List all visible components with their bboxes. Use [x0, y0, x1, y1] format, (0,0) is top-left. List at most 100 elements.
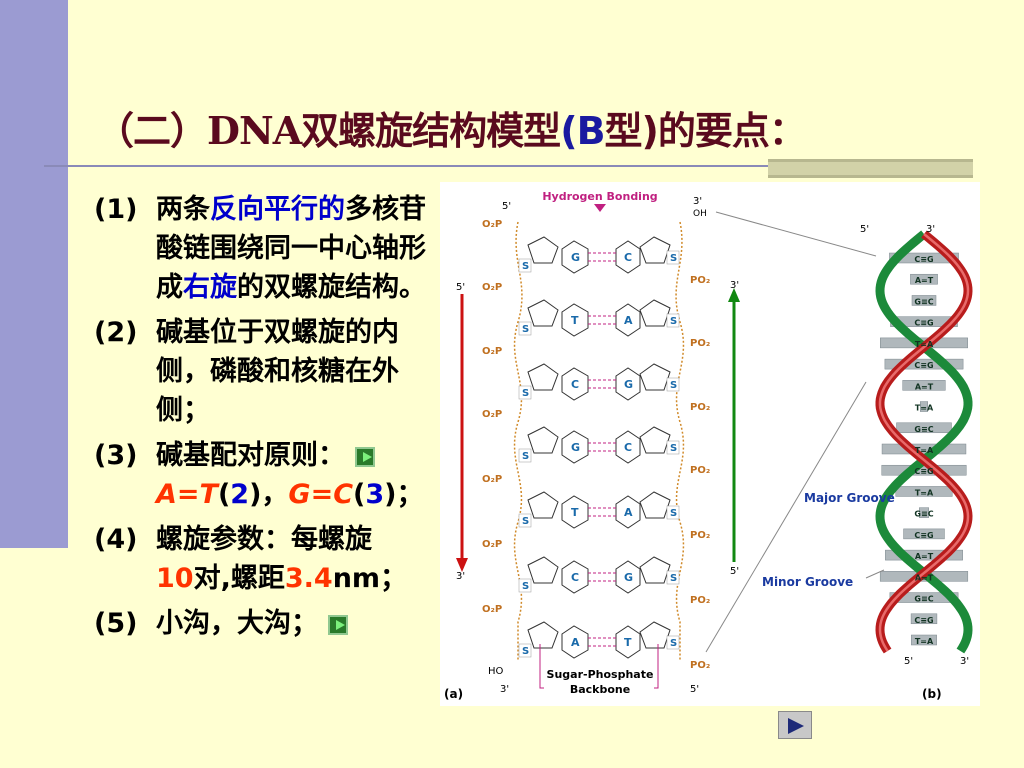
left-bottom-3prime: 3'	[456, 571, 465, 582]
sugar-ring-right	[639, 236, 671, 264]
po2-label: PO₂	[690, 338, 710, 349]
title-rule	[44, 165, 789, 167]
sugar-box-right	[666, 313, 680, 328]
sugar-ring-left	[527, 426, 559, 454]
strand-arrowhead-down	[456, 558, 468, 572]
helix-base-pair	[902, 380, 946, 391]
sugar-box-right	[666, 505, 680, 520]
sugar-box-left	[518, 643, 532, 658]
helix-base-pair	[889, 252, 959, 264]
base-ring-left	[561, 625, 589, 659]
helix-pair-label: A=T	[915, 276, 934, 285]
sugar-ring-left	[527, 363, 559, 391]
po2-label: PO₂	[690, 465, 710, 476]
helix-pair-label: C≡G	[914, 361, 933, 370]
sugar-label: S	[670, 443, 677, 454]
connector-bottom	[705, 381, 867, 653]
base-right-label: C	[624, 251, 632, 264]
helix-pair-label: T=A	[915, 446, 934, 455]
play-link-icon[interactable]	[355, 446, 375, 467]
sugar-label: S	[670, 380, 677, 391]
base-ring-right	[615, 625, 641, 659]
helix-base-pair	[911, 295, 937, 306]
base-right-label: G	[624, 378, 633, 391]
sugar-ring-right	[639, 491, 671, 519]
backbone-bracket	[539, 644, 659, 689]
hb-pointer	[594, 204, 606, 212]
o2p-label: O₂P	[482, 219, 502, 230]
sugar-label: S	[670, 638, 677, 649]
base-left-label: A	[571, 636, 580, 649]
sugar-box-left	[518, 385, 532, 400]
base-right-label: A	[624, 314, 633, 327]
backbone-left	[513, 221, 523, 660]
right-bottom-5prime: 5'	[730, 566, 739, 577]
base-left-label: G	[571, 441, 580, 454]
minor-groove-pointer	[865, 569, 885, 579]
point-5: (5) 小沟，大沟；	[94, 604, 439, 643]
ladder-diagram	[456, 221, 740, 660]
play-link-icon[interactable]	[328, 614, 348, 635]
base-left-label: T	[571, 314, 579, 327]
base-ring-right	[615, 367, 641, 401]
hydrogen-bonding-label: Hydrogen Bonding	[542, 190, 657, 203]
sugar-ring-left	[527, 621, 559, 649]
o2p-label: O₂P	[482, 346, 502, 357]
next-slide-button[interactable]	[778, 711, 812, 739]
sugar-label: S	[522, 646, 529, 657]
helix-pair-label: A=T	[915, 382, 934, 391]
top-oh: OH	[693, 209, 707, 219]
sugar-label: S	[522, 581, 529, 592]
right-top-3prime: 3'	[730, 280, 739, 291]
helix-pair-label: T=A	[915, 637, 934, 646]
base-ring-left	[561, 303, 589, 337]
strand-arrowhead-up	[728, 288, 740, 302]
sugar-label: S	[522, 261, 529, 272]
base-box-left	[569, 570, 581, 583]
sugar-label: S	[670, 253, 677, 264]
major-groove-label: Major Groove	[804, 491, 895, 505]
sugar-ring-right	[639, 363, 671, 391]
sugar-label: S	[670, 508, 677, 519]
base-ring-left	[561, 560, 589, 594]
helix-pair-label: C≡G	[914, 616, 933, 625]
sugar-ring-left	[527, 491, 559, 519]
base-ring-right	[615, 495, 641, 529]
helix-base-pair	[911, 634, 937, 646]
helix-base-pair	[881, 443, 967, 455]
point-2: (2) 碱基位于双螺旋的内侧，磷酸和核糖在外侧；	[94, 317, 399, 426]
bottom-3prime: 3'	[500, 684, 509, 695]
bottom-5prime: 5'	[690, 684, 699, 695]
base-ring-left	[561, 430, 589, 464]
panel-b-label: (b)	[922, 687, 942, 701]
helix-strand-red-highlight	[878, 233, 970, 652]
point-3: (3) 碱基配对原则：A=T(2)，G=C(3)；	[94, 440, 424, 510]
po2-label: PO₂	[690, 595, 710, 606]
base-box-left	[569, 635, 581, 648]
helix-pair-label: G≡C	[914, 297, 933, 306]
sugar-box-left	[518, 513, 532, 528]
base-ring-left	[561, 367, 589, 401]
point-1: (1) 两条反向平行的多核苷酸链围绕同一中心轴形成右旋的双螺旋结构。	[94, 194, 426, 303]
helix-pair-label: G≡C	[914, 425, 933, 434]
base-box-right	[622, 570, 634, 583]
helix-base-pair	[903, 528, 945, 540]
panel-a-label: (a)	[444, 687, 463, 701]
o2p-label: O₂P	[482, 409, 502, 420]
backbone-label-2: Backbone	[570, 683, 630, 696]
base-box-left	[569, 313, 581, 326]
base-ring-right	[615, 560, 641, 594]
sugar-ring-right	[639, 426, 671, 454]
sugar-label: S	[670, 573, 677, 584]
left-accent-bar	[0, 0, 68, 548]
base-ring-left	[561, 240, 589, 274]
helix-pair-label: A=T	[915, 573, 934, 582]
helix-pair-label: A=T	[915, 552, 934, 561]
sugar-ring-left	[527, 236, 559, 264]
po2-label: PO₂	[690, 402, 710, 413]
helix-base-pair	[889, 592, 959, 603]
sugar-ring-left	[527, 299, 559, 327]
